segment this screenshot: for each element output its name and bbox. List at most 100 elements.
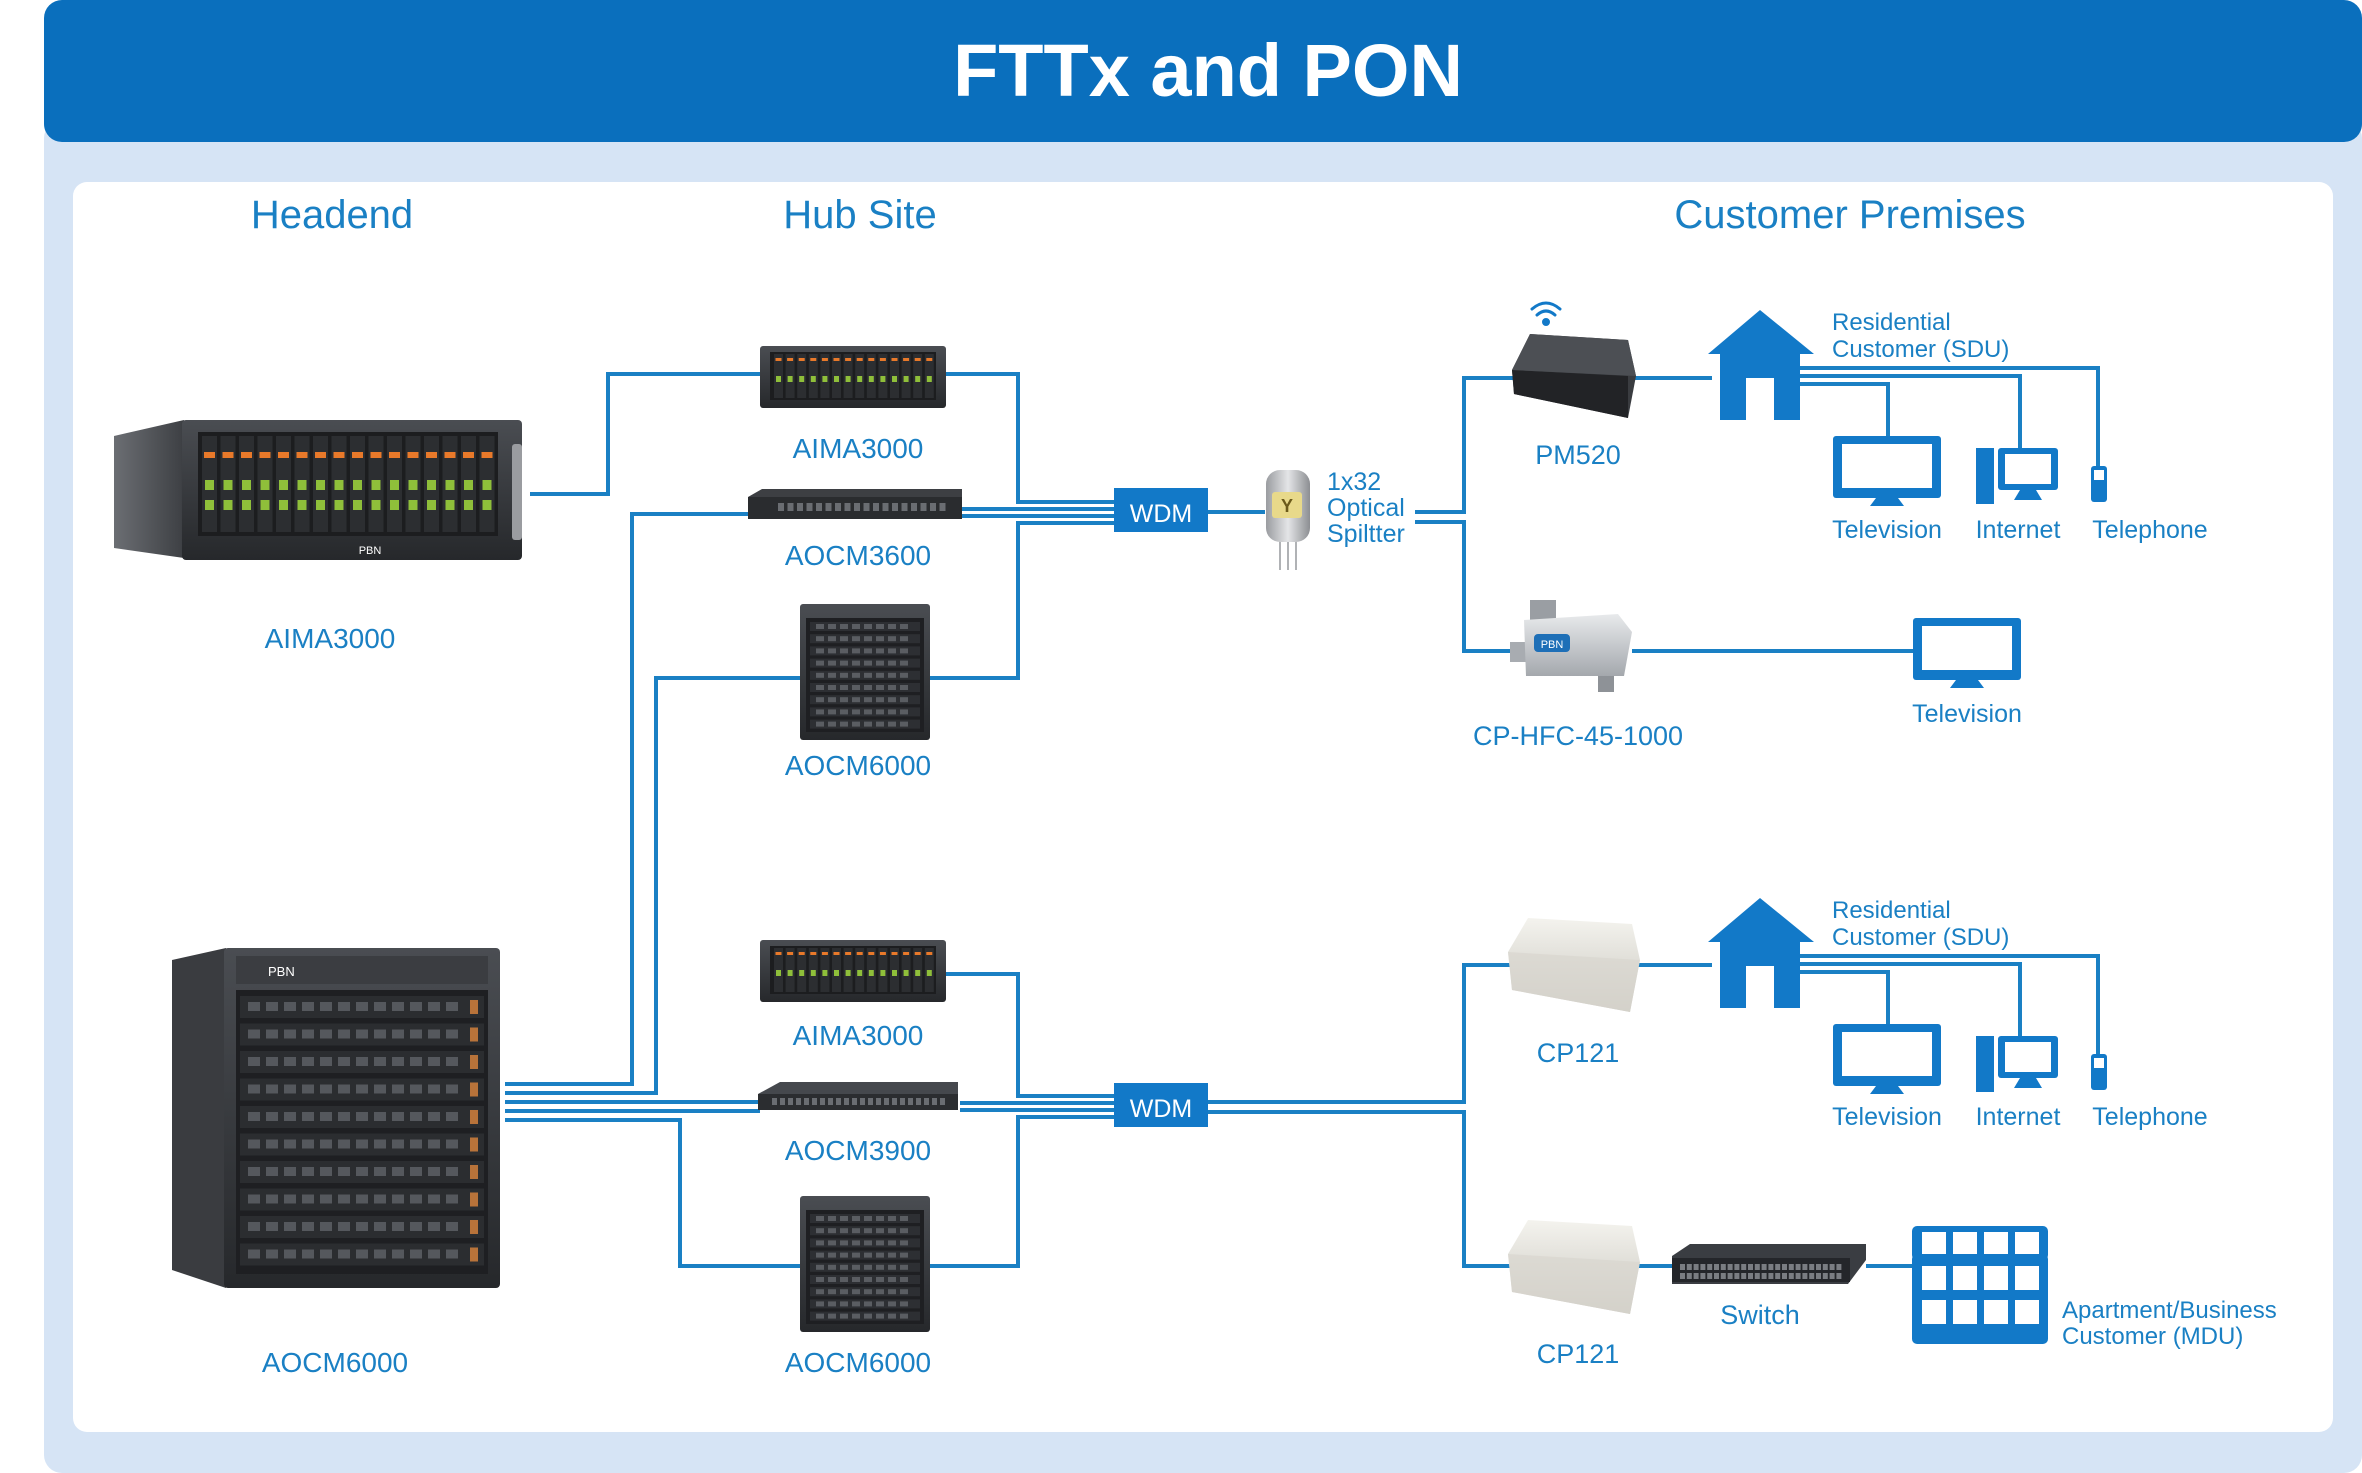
card-port (338, 1222, 350, 1231)
switch-port (1795, 1264, 1801, 1270)
link-house-bottom-to-internet (1800, 962, 2022, 1036)
card-port (876, 624, 884, 629)
link-hub-aocm6000-top-to-wdm (930, 521, 1116, 680)
card-port (888, 721, 896, 727)
ethernet-port (876, 1098, 881, 1105)
label-sdu-top-line1: Residential (1832, 309, 1951, 336)
slot-led (775, 952, 782, 955)
slot-led (241, 452, 252, 458)
slot-led (891, 358, 898, 361)
fiber-connector (845, 376, 851, 382)
card-port (320, 1112, 332, 1121)
wdm-top-label: WDM (1130, 500, 1192, 528)
card-port (828, 685, 836, 690)
building-window (1953, 1300, 1977, 1324)
switch-port (1775, 1264, 1781, 1270)
card-port (828, 624, 836, 629)
ethernet-port (908, 1098, 913, 1105)
ethernet-port (788, 1098, 793, 1105)
card-port (816, 685, 824, 690)
card-port (852, 1289, 860, 1295)
card-port (428, 1249, 440, 1259)
slot-led (891, 952, 898, 955)
slot-led (821, 952, 828, 955)
fiber-connector (799, 970, 805, 976)
card-port (356, 1002, 368, 1011)
label-internet-bottom: Internet (1976, 1103, 2061, 1131)
card-port (888, 1228, 896, 1234)
card-port (888, 685, 896, 690)
fiber-connector (408, 480, 418, 490)
card-port (864, 1301, 872, 1307)
card-port (840, 660, 848, 666)
card-port (248, 1057, 260, 1066)
fiber-connector (445, 480, 455, 490)
ethernet-port (892, 503, 898, 511)
card-port (284, 1112, 296, 1121)
card-port (900, 672, 908, 678)
building-window (1953, 1266, 1977, 1290)
label-mdu-line2: Customer (MDU) (2062, 1323, 2243, 1350)
card-port (266, 1002, 278, 1011)
card-port (888, 1289, 896, 1295)
fiber-connector (408, 500, 418, 510)
hub-aocm6000-top-device (800, 604, 930, 740)
card-port (888, 648, 896, 654)
card-port (864, 697, 872, 703)
fiber-connector (464, 480, 473, 490)
ethernet-port (939, 503, 946, 511)
wdm-bottom-box (1114, 1083, 1208, 1127)
card-port (302, 1029, 314, 1039)
card-port (338, 1002, 350, 1011)
switch-port (1782, 1264, 1787, 1270)
card-port (266, 1084, 278, 1094)
ethernet-port (836, 1098, 841, 1105)
card-port (852, 1301, 860, 1307)
card-port (266, 1029, 278, 1039)
link-house-bottom-to-telephone (1800, 954, 2100, 1054)
card-port (356, 1139, 368, 1149)
card-port (864, 1289, 872, 1295)
computer-icon-top (1976, 448, 2058, 504)
switch-port (1809, 1273, 1815, 1279)
card-port (840, 1240, 848, 1246)
fiber-connector (857, 376, 863, 382)
switch-port (1714, 1273, 1719, 1279)
slot-led (879, 952, 886, 955)
card-port (840, 1252, 848, 1258)
label-cp-hfc: CP-HFC-45-1000 (1473, 721, 1683, 751)
card-port (840, 685, 848, 690)
ethernet-port (863, 503, 870, 511)
switch-port (1761, 1264, 1767, 1270)
card-port (900, 624, 908, 629)
card-port (284, 1249, 296, 1259)
fiber-connector (353, 480, 362, 490)
card-port (888, 636, 896, 642)
card-port (852, 697, 860, 703)
switch-port (1761, 1273, 1767, 1279)
link-splitter-to-pm520 (1415, 376, 1516, 514)
switch-port (1734, 1273, 1740, 1279)
card-port (320, 1029, 332, 1039)
card-port (816, 672, 824, 678)
card-port (828, 660, 836, 666)
switch-port (1768, 1273, 1774, 1279)
slot-led (798, 952, 805, 955)
card-port (410, 1112, 422, 1121)
card-port (374, 1057, 386, 1066)
card-port (428, 1029, 440, 1039)
switch-port (1754, 1273, 1760, 1279)
fiber-connector (242, 500, 251, 510)
ethernet-port (820, 1098, 825, 1105)
card-port (446, 1167, 458, 1176)
card-port (852, 1264, 860, 1270)
card-port (900, 1313, 908, 1319)
ethernet-port (860, 1098, 865, 1105)
card-port (284, 1194, 296, 1204)
switch-port (1734, 1264, 1740, 1270)
card-port (900, 648, 908, 654)
card-port (338, 1029, 350, 1039)
card-port (816, 1301, 824, 1307)
switch-port (1700, 1264, 1706, 1270)
